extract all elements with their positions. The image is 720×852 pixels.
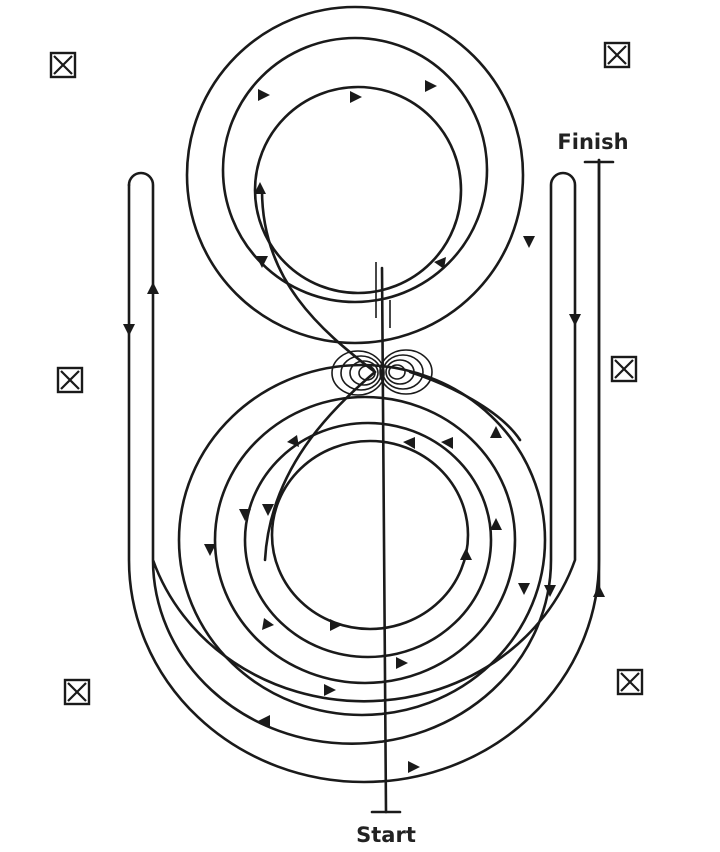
arrow-right-up (593, 585, 605, 597)
arrow-top-2 (350, 91, 362, 103)
top-loop-middle-path (221, 36, 489, 304)
arrow-top-7 (254, 182, 266, 194)
boxed-x-icon (616, 668, 644, 696)
start-line (380, 266, 388, 814)
arrow-bot-14 (396, 657, 408, 669)
arrow-right-down (569, 314, 581, 326)
outer-u-path-1 (127, 171, 577, 745)
bottom-loop-middle-path (213, 395, 517, 685)
arrow-bot-8 (544, 585, 556, 597)
arrow-bot-13 (330, 619, 342, 631)
bottom-loop-third-path (243, 421, 493, 659)
crossing-stroke-2 (263, 370, 377, 562)
arrow-bot-2 (403, 437, 415, 449)
arrow-bot-6 (460, 548, 472, 560)
arrow-bot-15 (324, 684, 336, 696)
boxed-x-icon (63, 678, 91, 706)
start-label: Start (356, 823, 416, 847)
arrow-bot-17 (408, 761, 420, 773)
arrow-bot-3 (441, 437, 453, 449)
bottom-loop (177, 363, 547, 717)
top-loop-inner-path (253, 85, 463, 295)
arrow-top-1 (258, 89, 270, 101)
boxed-x-icon (610, 355, 638, 383)
finish-label: Finish (557, 130, 628, 154)
arrow-bot-9 (239, 509, 251, 521)
boxed-x-icon (49, 51, 77, 79)
top-loop (185, 5, 525, 345)
direction-arrows (123, 80, 605, 773)
arrow-top-5 (434, 257, 446, 269)
marker-cones (49, 41, 644, 706)
boxed-x-icon (56, 366, 84, 394)
bottom-loop-outer-path (177, 363, 547, 717)
arrow-top-3 (425, 80, 437, 92)
arrow-top-6 (256, 256, 268, 268)
arrow-bot-11 (204, 544, 216, 556)
crossing-stroke-1 (260, 188, 377, 374)
crossing-stroke-3 (408, 370, 522, 442)
center-crossing (260, 158, 615, 814)
arrow-bot-5 (490, 518, 502, 530)
arrow-bot-12 (262, 618, 274, 630)
arrow-bot-4 (490, 426, 502, 438)
outer-u-path-2 (127, 158, 601, 784)
outer-u-paths (127, 158, 601, 784)
top-loop-outer-path (185, 5, 525, 345)
arrow-left-down (123, 324, 135, 336)
arrow-bot-7 (518, 583, 530, 595)
arrow-top-4 (523, 236, 535, 248)
right-cone-stack (379, 349, 433, 395)
arrow-bot-1 (287, 435, 299, 447)
arrow-bot-10 (262, 504, 274, 516)
arrow-bot-16 (258, 715, 270, 727)
arrow-left-up (147, 282, 159, 294)
boxed-x-icon (603, 41, 631, 69)
bottom-loop-inner-path (270, 439, 470, 631)
